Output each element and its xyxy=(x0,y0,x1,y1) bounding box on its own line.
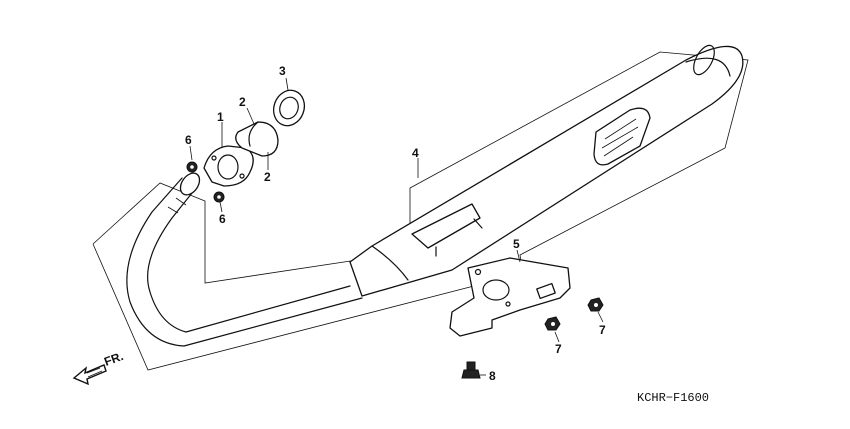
callout-5: 5 xyxy=(513,237,520,251)
stay-nut-right xyxy=(587,297,604,312)
callout-6-lower: 6 xyxy=(219,212,226,226)
front-direction-label: FR. xyxy=(102,349,125,369)
callout-2-upper: 2 xyxy=(239,95,246,109)
callout-3: 3 xyxy=(279,64,286,78)
callout-6-upper: 6 xyxy=(185,133,192,147)
callout-7-left: 7 xyxy=(555,342,562,356)
callout-1: 1 xyxy=(217,110,224,124)
stay-nut-left xyxy=(544,316,561,331)
exhaust-collar xyxy=(235,121,279,157)
flange-nut-upper xyxy=(186,161,198,173)
callout-4: 4 xyxy=(412,146,419,160)
exhaust-gasket xyxy=(272,89,306,127)
leader-lines xyxy=(189,77,604,376)
muffler-stay xyxy=(449,257,571,337)
callout-8: 8 xyxy=(489,369,496,383)
callout-7-right: 7 xyxy=(599,323,606,337)
exhaust-pipe xyxy=(126,172,363,347)
pipe-inlet xyxy=(179,172,201,196)
muffler xyxy=(349,44,744,297)
flange-nut-lower xyxy=(213,191,225,203)
exhaust-flange xyxy=(203,145,254,187)
callout-2-lower: 2 xyxy=(264,170,271,184)
front-direction-arrow: FR. xyxy=(72,349,125,386)
drawing-code: KCHR−F1600 xyxy=(637,391,709,405)
stay-bolt xyxy=(461,361,481,379)
